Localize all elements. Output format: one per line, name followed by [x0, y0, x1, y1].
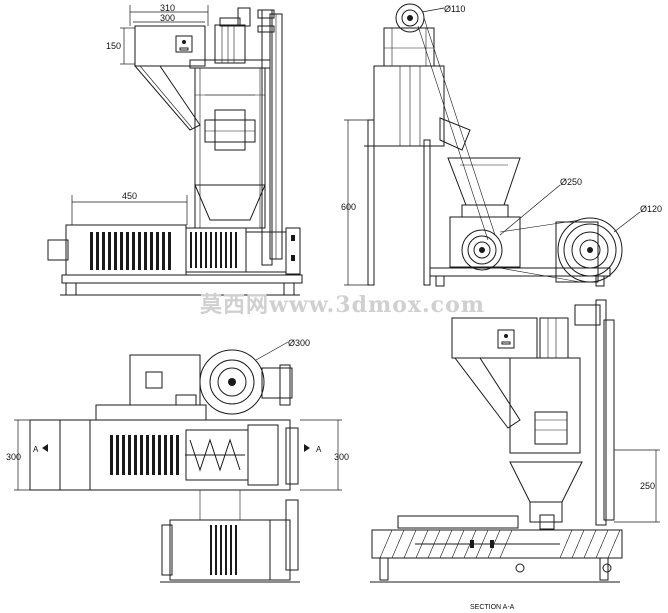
dimension-300-right: 300 [300, 419, 349, 491]
dimension-150: 150 [106, 27, 135, 65]
dimension-310: 310 [129, 3, 209, 26]
heater-bands-plan [110, 435, 179, 475]
dim-300-circle-label: Ø300 [288, 338, 310, 348]
plan-view: Ø300 [6, 338, 349, 583]
main-column [194, 67, 266, 229]
dim-150-label: 150 [106, 41, 121, 51]
dimension-600: 600 [341, 119, 368, 286]
drive-motor [557, 217, 623, 283]
control-box-plan [129, 354, 201, 406]
main-wheel [461, 229, 503, 271]
dim-600-label: 600 [341, 202, 356, 212]
section-funnel [509, 461, 583, 503]
dim-250-label: Ø250 [560, 177, 582, 187]
control-panel [175, 35, 193, 53]
section-column [509, 357, 581, 454]
dim-120-label: Ø120 [640, 204, 662, 214]
dimension-300-left: 300 [6, 419, 60, 491]
dimension-250: 250 [614, 449, 660, 523]
control-box [134, 25, 206, 67]
section-aa-view: 250 SECTION [370, 299, 660, 611]
front-elevation-view: 310 300 150 [47, 3, 303, 296]
barrel-plan [59, 419, 291, 491]
section-mark-right: A [316, 445, 322, 454]
motor-fins-plan [210, 525, 237, 575]
hopper-chamber [373, 65, 445, 147]
dim-300-top-label: 300 [160, 13, 175, 23]
section-mark-left: A [33, 445, 39, 454]
dim-250-label: 250 [640, 481, 655, 491]
side-elevation-view: Ø110 600 [341, 3, 662, 287]
dimension-300-top: 300 [133, 13, 205, 23]
dim-300-left-label: 300 [6, 452, 21, 462]
gear-block [190, 232, 237, 268]
dim-450-label: 450 [122, 191, 137, 201]
barrel-section [371, 529, 623, 559]
dim-110-label: Ø110 [444, 4, 465, 14]
heater-bands [90, 232, 171, 270]
watermark: 莫西网www.3dmox.com [200, 292, 485, 318]
section-label: SECTION A-A [470, 604, 515, 611]
dim-310-label: 310 [160, 3, 175, 13]
dim-300-right-label: 300 [334, 452, 349, 462]
dimension-450: 450 [71, 191, 188, 225]
